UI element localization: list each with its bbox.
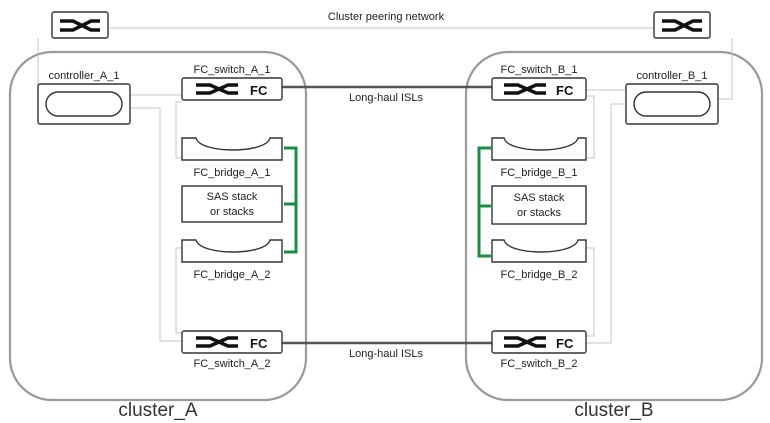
switch-arrows-icon — [504, 336, 546, 348]
cluster-a-name: cluster_A — [118, 400, 198, 421]
peering-switch-left — [51, 11, 109, 39]
sas-stack-a-line1: SAS stack — [207, 191, 258, 203]
sas-stack-b-line1: SAS stack — [514, 192, 565, 204]
fc-bridge-b2 — [491, 239, 587, 263]
switch-b1-to-bridge-b1 — [586, 95, 595, 159]
switch-arrows-icon — [196, 336, 238, 348]
controller-a1 — [37, 83, 131, 125]
fc-switch-a2 — [181, 330, 283, 354]
switch-b2-label: FC_switch_B_2 — [500, 358, 577, 370]
sas-stack-a-line2: or stacks — [210, 206, 255, 218]
controller-oval-icon — [633, 91, 711, 117]
switch-a1-fc-text: FC — [250, 83, 268, 98]
sas-link-a-bottom — [284, 202, 298, 254]
sas-stack-b-line2: or stacks — [517, 207, 562, 219]
fc-switch-b1 — [491, 77, 587, 101]
bridge-a2-to-switch-a2 — [175, 247, 182, 334]
peering-switch-right — [653, 11, 711, 39]
peering-link-b — [718, 38, 733, 100]
bridge-a2-label: FC_bridge_A_2 — [193, 269, 270, 281]
switch-b1-label: FC_switch_B_1 — [500, 64, 577, 76]
cluster-a-frame — [8, 50, 308, 402]
bridge-curve-icon — [181, 137, 283, 161]
bridge-a1-label: FC_bridge_A_1 — [193, 167, 270, 179]
isl-bottom-label: Long-haul ISLs — [349, 348, 423, 360]
bridge-curve-icon — [181, 239, 283, 263]
bridge-b2-label: FC_bridge_B_2 — [500, 269, 577, 281]
controller-a-to-switch-2 — [130, 107, 182, 342]
peering-network-title: Cluster peering network — [328, 11, 445, 23]
fc-bridge-a1 — [181, 137, 283, 161]
switch-a2-label: FC_switch_A_2 — [193, 358, 270, 370]
sas-link-b-top — [477, 146, 491, 208]
cluster-b-frame — [464, 50, 764, 402]
isl-top-label: Long-haul ISLs — [349, 92, 423, 104]
fc-bridge-b1 — [491, 137, 587, 161]
switch-a1-to-bridge-a1 — [175, 101, 182, 159]
bridge-b1-label: FC_bridge_B_1 — [500, 167, 577, 179]
bridge-b2-to-switch-b2 — [586, 247, 595, 337]
fc-bridge-a2 — [181, 239, 283, 263]
controller-b-to-switch-2 — [586, 103, 638, 344]
switch-a2-fc-text: FC — [250, 336, 268, 351]
controller-a1-label: controller_A_1 — [49, 70, 120, 82]
cluster-b-name: cluster_B — [574, 400, 653, 421]
controller-b1 — [625, 83, 719, 125]
bridge-curve-icon — [491, 239, 587, 263]
switch-arrows-icon — [60, 19, 100, 32]
switch-b2-fc-text: FC — [556, 336, 574, 351]
fc-switch-a1 — [181, 77, 283, 101]
bridge-curve-icon — [491, 137, 587, 161]
switch-arrows-icon — [504, 83, 546, 95]
switch-b1-fc-text: FC — [556, 83, 574, 98]
switch-arrows-icon — [196, 83, 238, 95]
controller-oval-icon — [45, 91, 123, 117]
sas-link-a-top — [284, 146, 298, 206]
fc-switch-b2 — [491, 330, 587, 354]
switch-arrows-icon — [662, 19, 702, 32]
controller-b1-label: controller_B_1 — [637, 70, 708, 82]
sas-stack-a — [181, 185, 283, 223]
sas-link-b-bottom — [477, 204, 491, 258]
sas-stack-b — [491, 185, 587, 225]
switch-a1-label: FC_switch_A_1 — [193, 64, 270, 76]
